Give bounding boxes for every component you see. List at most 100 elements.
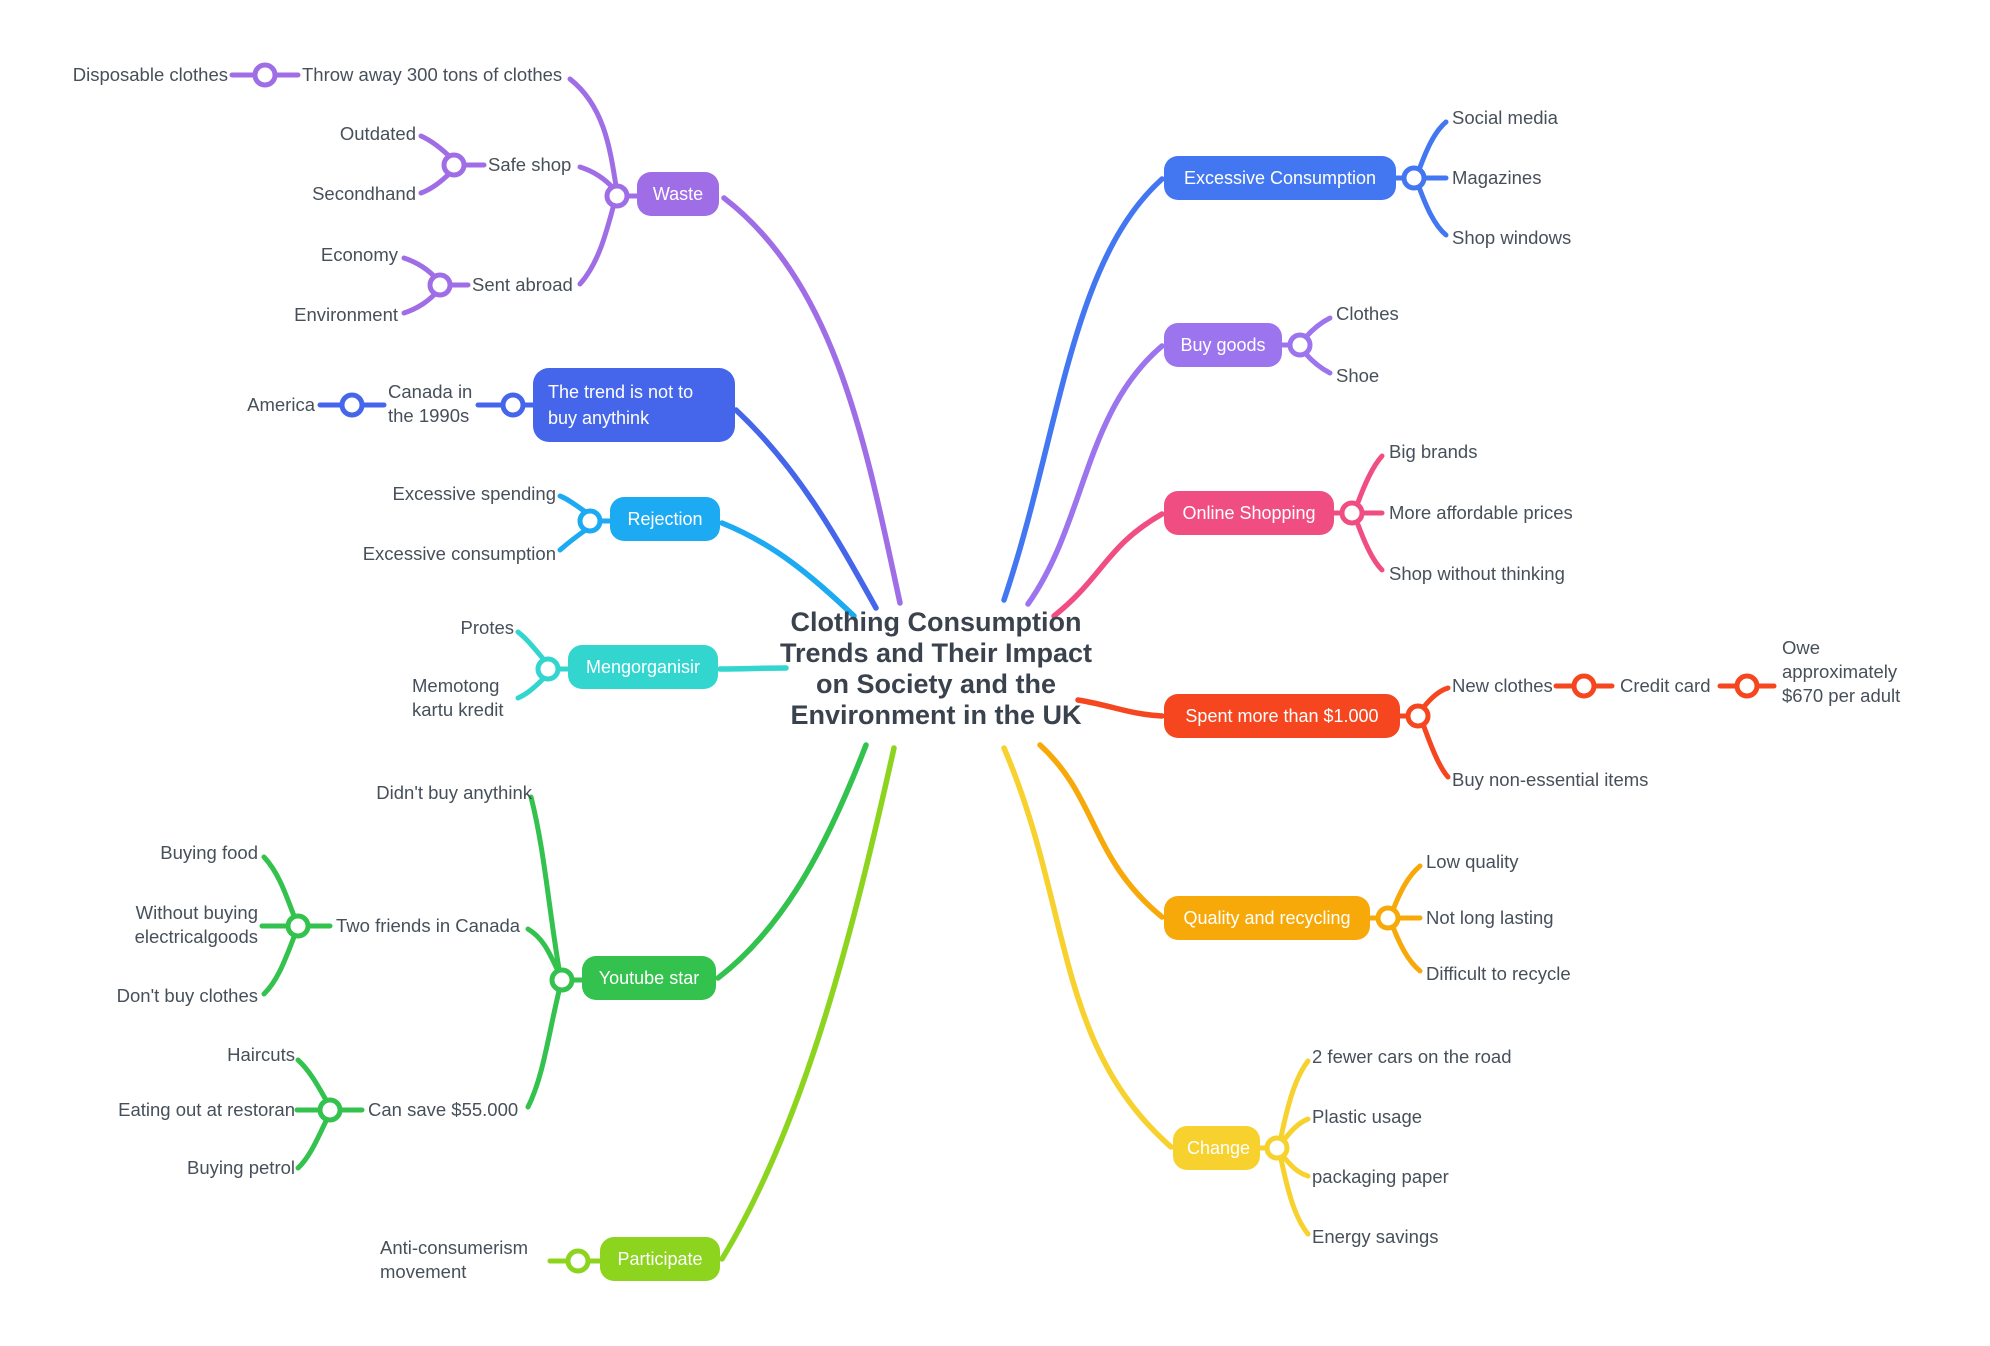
node-clothes[interactable]: Clothes xyxy=(1336,303,1399,324)
link-center-quality xyxy=(1037,742,1165,920)
toggle-safe-shop[interactable] xyxy=(441,152,467,178)
node-didnt-buy-anythink[interactable]: Didn't buy anythink xyxy=(376,782,532,803)
node-haircuts[interactable]: Haircuts xyxy=(227,1044,295,1065)
toggle-mengorganisir[interactable] xyxy=(535,656,561,682)
node-youtube-star[interactable]: Youtube star xyxy=(582,956,716,1000)
node-rejection[interactable]: Rejection xyxy=(610,497,720,541)
node-economy[interactable]: Economy xyxy=(320,244,398,265)
central-topic-line: on Society and the xyxy=(815,669,1057,699)
toggle-disposable[interactable] xyxy=(252,62,278,88)
link-sent-abroad-environment xyxy=(401,290,439,316)
link-center-buy-goods xyxy=(1025,343,1165,607)
node-magazines[interactable]: Magazines xyxy=(1452,167,1542,188)
central-topic-line: Environment in the UK xyxy=(790,700,1082,730)
link-center-excessive-consumption xyxy=(1001,176,1165,603)
toggle-buy-goods[interactable] xyxy=(1287,332,1313,358)
toggle-canada[interactable] xyxy=(500,392,526,418)
node-shop-windows[interactable]: Shop windows xyxy=(1452,227,1572,248)
node-energy-savings[interactable]: Energy savings xyxy=(1312,1226,1439,1247)
node-anti-consumerism[interactable]: Anti-consumerism movement xyxy=(380,1237,529,1282)
node-safe-shop[interactable]: Safe shop xyxy=(488,154,572,175)
toggle-youtube[interactable] xyxy=(549,967,575,993)
node-social-media[interactable]: Social media xyxy=(1452,107,1558,128)
node-excessive-consumption-leaf[interactable]: Excessive consumption xyxy=(362,543,556,564)
link-center-waste xyxy=(721,195,903,606)
node-america[interactable]: America xyxy=(247,394,315,415)
node-quality-recycling[interactable]: Quality and recycling xyxy=(1164,896,1370,940)
node-more-affordable-prices[interactable]: More affordable prices xyxy=(1389,502,1573,523)
node-dont-buy-clothes[interactable]: Don't buy clothes xyxy=(116,985,258,1006)
link-mengorganisir-protes xyxy=(515,629,548,664)
toggle-spent[interactable] xyxy=(1405,703,1431,729)
toggle-owe[interactable] xyxy=(1734,673,1760,699)
node-canada-1990s[interactable]: Canada in the 1990s xyxy=(388,381,473,426)
node-environment[interactable]: Environment xyxy=(294,304,398,325)
toggle-change[interactable] xyxy=(1264,1135,1290,1161)
node-throw-away[interactable]: Throw away 300 tons of clothes xyxy=(302,64,563,85)
node-credit-card[interactable]: Credit card xyxy=(1620,675,1711,696)
toggle-excessive-consumption[interactable] xyxy=(1401,165,1427,191)
link-waste-throw-away xyxy=(567,76,619,189)
node-participate[interactable]: Participate xyxy=(600,1237,720,1281)
node-mengorganisir[interactable]: Mengorganisir xyxy=(568,645,718,689)
link-center-participate xyxy=(719,745,897,1262)
node-owe-670[interactable]: Owe approximately $670 per adult xyxy=(1782,637,1901,706)
node-buy-goods[interactable]: Buy goods xyxy=(1164,323,1282,367)
node-plastic-usage[interactable]: Plastic usage xyxy=(1312,1106,1423,1127)
node-outdated[interactable]: Outdated xyxy=(339,123,416,144)
toggle-can-save[interactable] xyxy=(317,1097,343,1123)
toggle-rejection[interactable] xyxy=(577,508,603,534)
node-can-save[interactable]: Can save $55.000 xyxy=(368,1099,519,1120)
node-spent-more[interactable]: Spent more than $1.000 xyxy=(1164,694,1400,738)
node-packaging-paper[interactable]: packaging paper xyxy=(1312,1166,1449,1187)
toggle-quality[interactable] xyxy=(1375,905,1401,931)
node-waste[interactable]: Waste xyxy=(637,172,719,216)
node-buying-petrol[interactable]: Buying petrol xyxy=(187,1157,295,1178)
link-waste-sent-abroad xyxy=(577,201,617,287)
node-secondhand[interactable]: Secondhand xyxy=(312,183,416,204)
link-center-mengorganisir xyxy=(717,665,789,672)
link-quality-difficult xyxy=(1390,924,1423,974)
toggle-two-friends[interactable] xyxy=(285,913,311,939)
node-difficult-to-recycle[interactable]: Difficult to recycle xyxy=(1426,963,1571,984)
node-eating-out-restoran[interactable]: Eating out at restoran xyxy=(118,1099,295,1120)
link-spent-non-essential xyxy=(1420,721,1451,780)
node-disposable-clothes[interactable]: Disposable clothes xyxy=(72,64,228,85)
link-safe-shop-outdated xyxy=(418,133,454,161)
node-big-brands[interactable]: Big brands xyxy=(1389,441,1478,462)
node-not-long-lasting[interactable]: Not long lasting xyxy=(1426,907,1554,928)
node-shop-without-thinking[interactable]: Shop without thinking xyxy=(1389,563,1565,584)
link-change-energy xyxy=(1278,1156,1311,1237)
link-center-rejection xyxy=(719,520,857,619)
node-excessive-consumption[interactable]: Excessive Consumption xyxy=(1164,156,1396,200)
node-buy-non-essential[interactable]: Buy non-essential items xyxy=(1452,769,1649,790)
link-youtube-didnt-buy xyxy=(528,794,562,972)
node-trend-not-to-buy[interactable]: The trend is not to buy anythink xyxy=(533,368,735,442)
central-topic[interactable]: Clothing Consumption Trends and Their Im… xyxy=(776,607,1096,731)
toggle-online-shopping[interactable] xyxy=(1339,500,1365,526)
toggle-sent-abroad[interactable] xyxy=(427,272,453,298)
node-low-quality[interactable]: Low quality xyxy=(1426,851,1519,872)
link-center-online-shopping xyxy=(1051,511,1165,619)
toggle-america[interactable] xyxy=(339,392,365,418)
node-buying-food[interactable]: Buying food xyxy=(160,842,258,863)
node-excessive-spending[interactable]: Excessive spending xyxy=(392,483,556,504)
node-two-friends-canada[interactable]: Two friends in Canada xyxy=(336,915,521,936)
node-online-shopping[interactable]: Online Shopping xyxy=(1164,491,1334,535)
node-change[interactable]: Change xyxy=(1173,1126,1260,1170)
toggle-credit-card[interactable] xyxy=(1571,673,1597,699)
node-without-buying-electricalgoods[interactable]: Without buying electricalgoods xyxy=(134,902,258,947)
toggle-participate[interactable] xyxy=(565,1248,591,1274)
node-memotong-kartu-kredit[interactable]: Memotong kartu kredit xyxy=(412,675,504,720)
node-sent-abroad[interactable]: Sent abroad xyxy=(472,274,573,295)
toggle-waste[interactable] xyxy=(604,183,630,209)
node-protes[interactable]: Protes xyxy=(460,617,514,638)
node-new-clothes[interactable]: New clothes xyxy=(1452,675,1553,696)
link-excessive-shop-windows xyxy=(1416,184,1449,238)
node-fewer-cars[interactable]: 2 fewer cars on the road xyxy=(1312,1046,1512,1067)
link-waste-safe-shop xyxy=(577,164,617,192)
link-center-change xyxy=(1001,745,1174,1150)
node-shoe[interactable]: Shoe xyxy=(1336,365,1380,386)
